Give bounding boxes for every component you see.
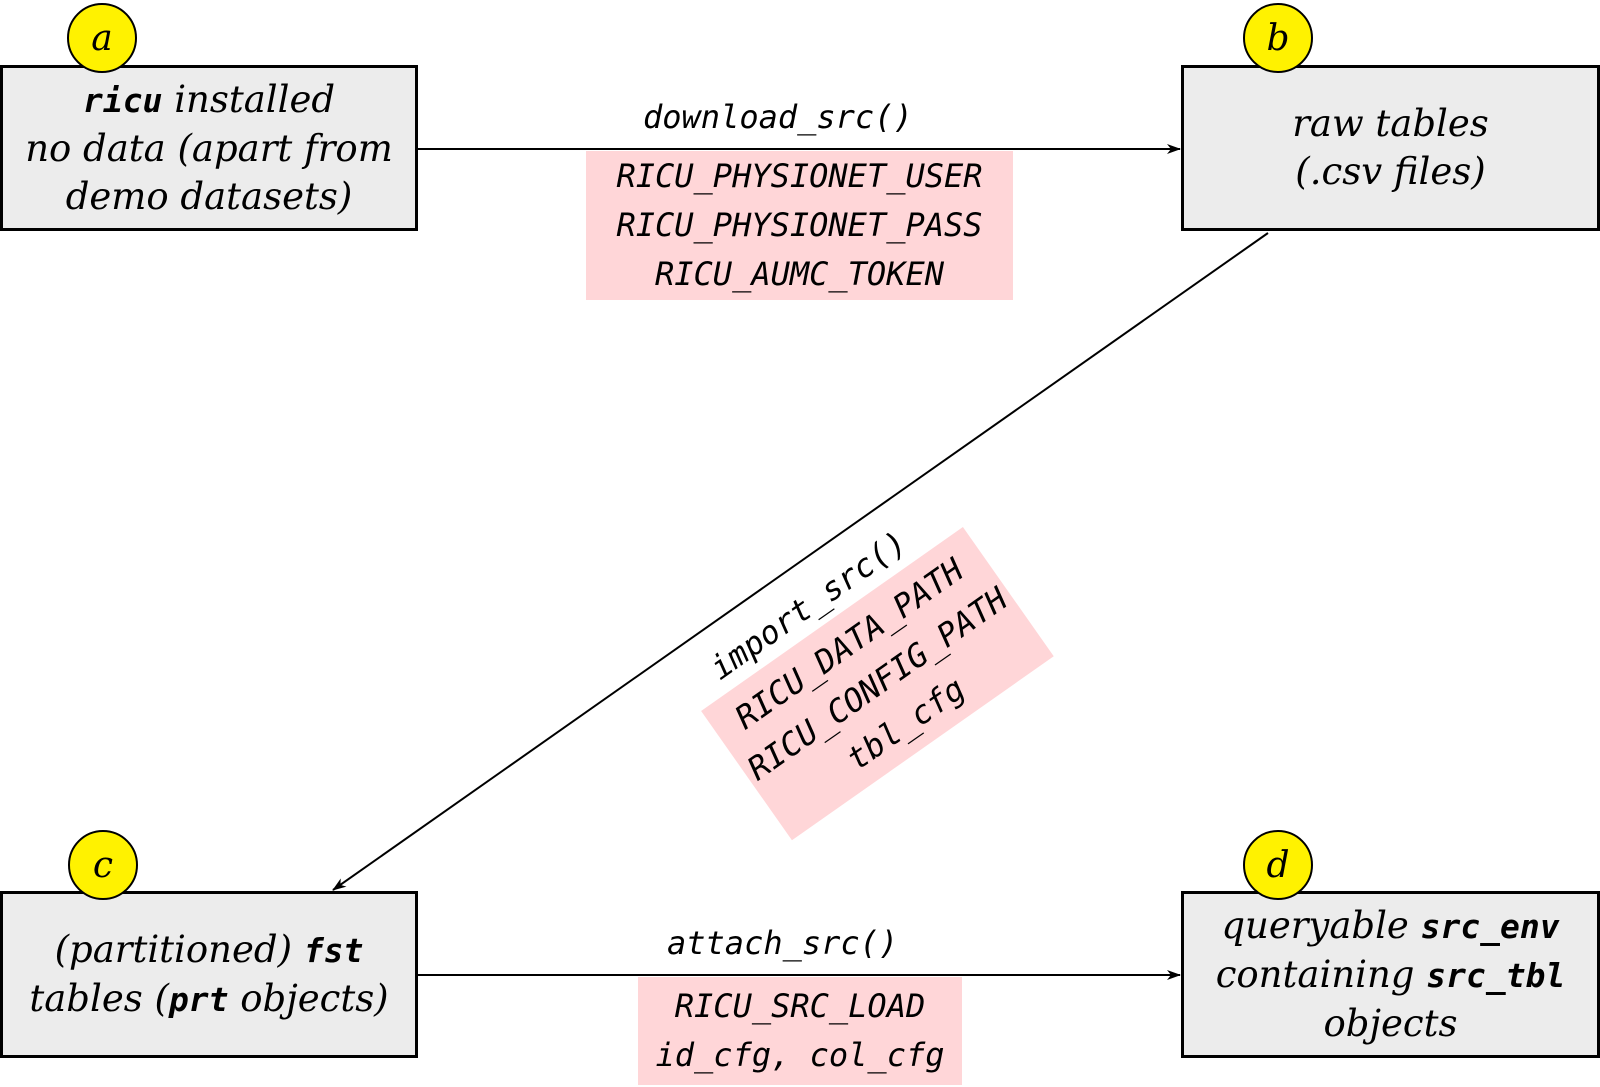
node-c-prt-code: prt	[168, 979, 229, 1019]
node-b-line1: raw tables	[1292, 102, 1489, 145]
edge-a-b-options: RICU_PHYSIONET_USER RICU_PHYSIONET_PASS …	[586, 151, 1013, 300]
node-d-badge: d	[1243, 830, 1313, 900]
node-c-line2-pre: tables (	[29, 976, 169, 1020]
node-c-line1: (partitioned) fst	[55, 926, 364, 975]
node-c-line1-text: (partitioned)	[54, 927, 304, 971]
arrow-b-to-c	[332, 232, 1269, 891]
edge-a-b-option: RICU_PHYSIONET_PASS	[616, 206, 983, 244]
node-c-line2-post: objects)	[228, 976, 389, 1020]
edge-c-d-options: RICU_SRC_LOAD id_cfg, col_cfg	[638, 977, 962, 1085]
edge-c-d-option: RICU_SRC_LOAD	[674, 987, 926, 1025]
node-c-badge: c	[68, 830, 138, 900]
node-d-line3: objects	[1323, 1001, 1458, 1045]
node-b-box: raw tables (.csv files)	[1181, 65, 1600, 231]
edge-a-b-option: RICU_AUMC_TOKEN	[655, 255, 944, 293]
node-d-src-tbl-code: src_tbl	[1426, 955, 1566, 995]
node-a-line2: no data (apart from	[25, 126, 393, 170]
node-c-line2: tables (prt objects)	[29, 975, 388, 1024]
node-a-line1-text: installed	[162, 77, 336, 121]
edge-a-b-function: download_src()	[643, 98, 913, 136]
node-d-line1: queryable src_env	[1221, 902, 1559, 951]
node-d-line2: containing src_tbl	[1216, 951, 1566, 1000]
node-d-line1-text: queryable	[1221, 903, 1421, 947]
node-c-fst-code: fst	[303, 930, 364, 970]
node-a-badge: a	[67, 3, 137, 73]
node-b-line2: (.csv files)	[1295, 150, 1486, 193]
node-d-src-env-code: src_env	[1420, 906, 1560, 946]
node-c-box: (partitioned) fst tables (prt objects)	[0, 891, 418, 1058]
node-b-badge: b	[1243, 3, 1313, 73]
node-d-line2-text: containing	[1215, 952, 1427, 996]
node-a-line1: ricu installed	[83, 76, 335, 125]
node-d-box: queryable src_env containing src_tbl obj…	[1181, 891, 1600, 1058]
edge-c-d-function: attach_src()	[667, 924, 899, 962]
node-a-ricu-code: ricu	[82, 80, 163, 120]
node-a-box: ricu installed no data (apart from demo …	[0, 65, 418, 231]
edge-a-b-option: RICU_PHYSIONET_USER	[616, 157, 983, 195]
node-a-line3: demo datasets)	[65, 174, 353, 218]
edge-c-d-option: id_cfg, col_cfg	[655, 1036, 945, 1074]
